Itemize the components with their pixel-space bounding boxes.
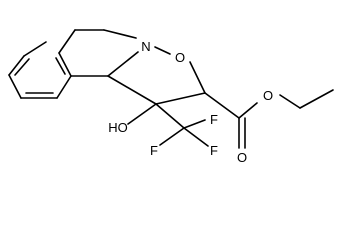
hydroxyl-label: HO [108,120,128,135]
carbonyl-oxygen-label: O [237,150,247,165]
bond [107,51,139,77]
bond [56,75,72,99]
bond [14,58,30,76]
bond [204,92,240,119]
bond [107,75,157,105]
ester-oxygen-label: O [263,88,273,103]
bond [155,92,206,105]
bond [189,61,206,94]
bond [154,46,171,55]
bond [299,89,334,109]
bond [238,102,258,119]
fluorine-label: F [210,112,218,127]
bond [103,29,137,39]
structure-canvas: N O HO F F F O O [8,29,334,165]
nitrogen-label: N [141,39,150,54]
bond [8,74,22,99]
bond [8,55,25,76]
bond [155,103,185,129]
bond [183,127,209,147]
fluorine-label: F [210,143,218,158]
atom-labels: N O HO F F F O O [108,39,273,165]
bond [127,103,157,125]
bond [279,94,301,109]
bond [58,29,76,54]
bond [58,52,72,77]
bond [159,127,185,146]
ring-oxygen-label: O [175,50,185,65]
fluorine-label: F [150,143,158,158]
bond [55,57,66,75]
bonds [8,29,334,149]
bond [183,119,206,129]
bond [23,41,47,57]
